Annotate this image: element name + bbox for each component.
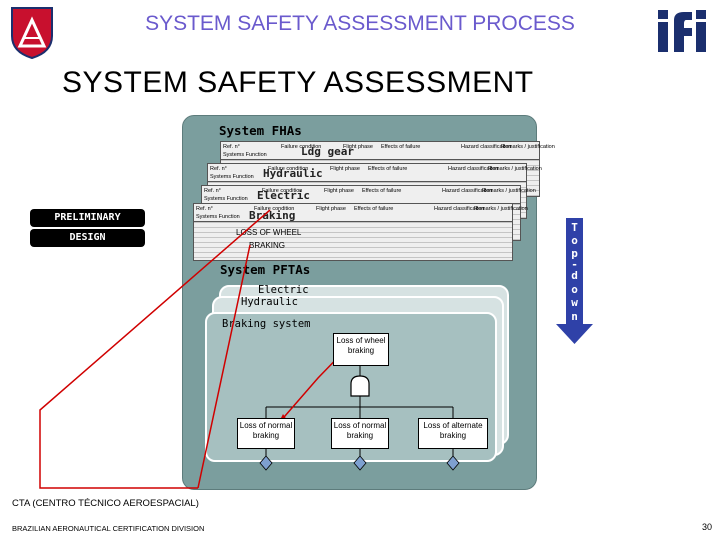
arrow-letter: w <box>571 296 578 309</box>
col-hazard: Hazard classification <box>461 144 512 150</box>
fha-table-grid <box>194 222 512 260</box>
col-phase: Flight phase <box>316 206 346 212</box>
fha-table-name: Ldg gear <box>301 145 354 158</box>
design-label: DESIGN <box>30 229 145 247</box>
event-loss-normal-braking-1: Loss of normal braking <box>237 418 295 449</box>
fha-table-header: Ref. n° Systems Function Failure conditi… <box>194 204 528 222</box>
fha-table-header: Ref. n° Systems Function Failure conditi… <box>221 142 555 160</box>
page-number: 30 <box>701 522 712 532</box>
col-function: Systems Function <box>210 174 254 180</box>
cta-logo <box>8 6 56 60</box>
col-failure: Failure condition <box>262 188 303 194</box>
undeveloped-event-icon <box>446 455 460 471</box>
arrow-letter: p <box>571 247 578 260</box>
top-event-loss-wheel-braking: Loss of wheel braking <box>333 333 389 366</box>
col-failure: Failure condition <box>268 166 309 172</box>
footer-division: BRAZILIAN AERONAUTICAL CERTIFICATION DIV… <box>12 524 205 533</box>
fha-table-header: Ref. n° Systems Function Failure conditi… <box>208 164 542 182</box>
event-loss-alternate-braking: Loss of alternate braking <box>418 418 488 449</box>
arrow-letter: d <box>571 269 578 282</box>
col-ref: Ref. n° <box>196 206 213 212</box>
col-failure: Failure condition <box>254 206 295 212</box>
arrow-letter: - <box>571 258 578 271</box>
col-ref: Ref. n° <box>210 166 227 172</box>
undeveloped-event-icon <box>259 455 273 471</box>
arrow-letter: o <box>571 283 578 296</box>
col-ref: Ref. n° <box>204 188 221 194</box>
loss-wheel-line1: LOSS OF WHEEL <box>236 228 302 237</box>
fha-table-braking: Ref. n° Systems Function Failure conditi… <box>193 203 528 261</box>
and-gate-icon <box>350 375 370 397</box>
red-trace-line-mid <box>197 244 251 489</box>
col-hazard: Hazard classification <box>448 166 499 172</box>
col-effects: Effects of failure <box>362 188 402 194</box>
loss-wheel-line2: BRAKING <box>249 241 286 250</box>
ifi-logo <box>654 8 710 54</box>
fta-hydraulic-label: Hydraulic <box>241 296 298 308</box>
red-trace-line-left <box>39 209 271 489</box>
fta-braking-label: Braking system <box>222 318 311 330</box>
col-effects: Effects of failure <box>381 144 421 150</box>
fta-electric-label: Electric <box>258 284 309 296</box>
col-ref: Ref. n° <box>223 144 240 150</box>
top-down-arrowhead-icon <box>556 324 593 344</box>
col-function: Systems Function <box>204 196 248 202</box>
col-effects: Effects of failure <box>368 166 408 172</box>
col-effects: Effects of failure <box>354 206 394 212</box>
col-hazard: Hazard classification <box>442 188 493 194</box>
arrow-letter: T <box>571 221 578 234</box>
col-remarks: Remarks / justification <box>501 144 555 150</box>
arrow-letter: n <box>571 310 578 323</box>
col-remarks: Remarks / justification <box>474 206 528 212</box>
preliminary-label: PRELIMINARY <box>30 209 145 227</box>
event-loss-normal-braking-2: Loss of normal braking <box>331 418 389 449</box>
col-hazard: Hazard classification <box>434 206 485 212</box>
fha-table-name: Electric <box>257 189 310 202</box>
col-failure: Failure condition <box>281 144 322 150</box>
col-remarks: Remarks / justification <box>488 166 542 172</box>
arrow-letter: o <box>571 234 578 247</box>
undeveloped-event-icon <box>353 455 367 471</box>
header-title: SYSTEM SAFETY ASSESSMENT PROCESS <box>145 12 575 35</box>
footer-cta: CTA (CENTRO TÉCNICO AEROESPACIAL) <box>12 498 199 509</box>
pfta-label: System PFTAs <box>220 262 311 277</box>
col-phase: Flight phase <box>324 188 354 194</box>
col-remarks: Remarks / justification <box>482 188 536 194</box>
fha-label: System FHAs <box>219 123 302 138</box>
fha-table-name: Hydraulic <box>263 167 323 180</box>
col-function: Systems Function <box>223 152 267 158</box>
top-down-arrow <box>566 218 583 326</box>
col-function: Systems Function <box>196 214 240 220</box>
slide-subtitle: SYSTEM SAFETY ASSESSMENT <box>62 66 534 99</box>
col-phase: Flight phase <box>330 166 360 172</box>
col-phase: Flight phase <box>343 144 373 150</box>
